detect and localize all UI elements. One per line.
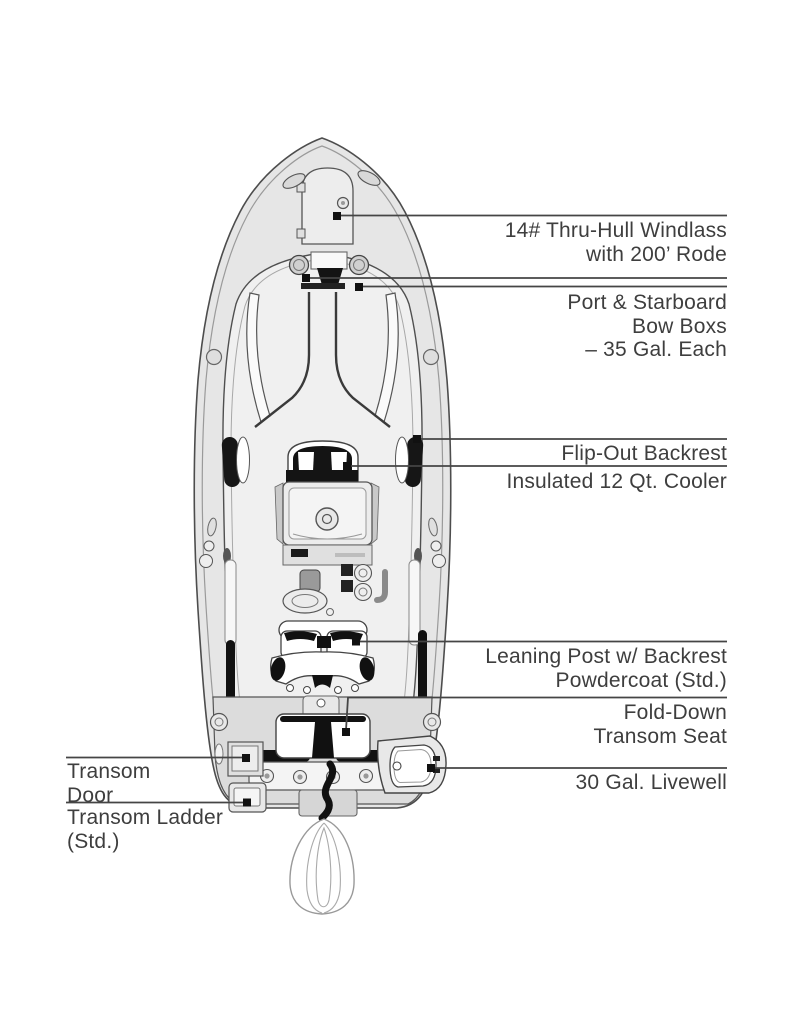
callout-line: Powdercoat (Std.) [555,668,727,692]
callout-leaning-post: Leaning Post w/ Backrest Powdercoat (Std… [485,645,727,692]
leader-marker [342,728,350,736]
callout-cooler: Insulated 12 Qt. Cooler [506,470,727,494]
cooler-seat [286,440,359,482]
anchor-locker [296,167,354,245]
leader-marker [427,764,435,772]
callout-flip-out-backrest: Flip-Out Backrest [561,442,727,466]
callout-line: Leaning Post w/ Backrest [485,645,727,668]
transom-door [227,741,264,777]
leader-marker [333,212,341,220]
transom-ladder [228,782,267,813]
hull-fender [214,743,224,765]
callout-line: Insulated 12 Qt. Cooler [506,470,727,493]
steering-wheel [315,507,339,531]
callout-line: Fold-Down [623,701,727,724]
console-aft-items [282,563,388,616]
rigging-hose [318,760,336,822]
callout-livewell: 30 Gal. Livewell [576,771,727,795]
callout-line: Transom Ladder [67,806,224,829]
bow-hatch-pull [288,254,370,276]
leaning-post [270,620,375,694]
bow-filler-cushion [317,268,343,285]
deck-fitting [422,712,442,732]
callout-line: 30 Gal. Livewell [575,771,727,794]
callout-line: – 35 Gal. Each [585,338,727,361]
callout-windlass: 14# Thru-Hull Windlass with 200’ Rode [505,219,727,266]
callout-line: Port & Starboard [567,291,727,314]
bow-step-trim [301,283,345,289]
side-lockers [224,559,427,705]
callout-line: Transom Seat [593,724,727,748]
deck-fitting [422,348,440,366]
leader-marker [352,637,360,646]
center-console [274,481,380,566]
callout-line: Bow Boxs [632,314,727,338]
callout-line: with 200’ Rode [586,242,727,266]
callout-transom-door: Transom Door [67,760,150,807]
bow-walkway [310,251,348,270]
motor-cowl [289,818,355,915]
leader-markers [242,212,435,807]
locker-hinge [296,228,306,239]
callout-transom-ladder: Transom Ladder (Std.) [67,806,223,853]
callout-line: Flip-Out Backrest [561,442,727,465]
deck-fitting [209,712,229,732]
rod-holder-pad [226,640,235,702]
leader-marker [355,283,363,291]
deck-fitting [205,348,223,366]
outboard-motor [289,760,358,915]
callout-transom-seat: Fold-Down Transom Seat [593,701,727,748]
flip-out-backrest-pads [221,436,424,487]
bow-vents [282,170,381,189]
leader-marker [243,798,251,807]
callout-bow-boxes: Port & Starboard Bow Boxs – 35 Gal. Each [567,291,727,362]
gunwale-fittings [199,517,446,568]
callout-line: Door [67,783,114,807]
leader-marker [413,435,421,443]
livewell [376,735,447,794]
bow-boxes [246,292,399,428]
leader-marker [302,274,310,282]
callout-line: 14# Thru-Hull Windlass [504,219,727,242]
callout-line: Transom [67,760,151,783]
leader-marker [242,754,250,762]
callout-line: (Std.) [67,829,120,853]
leader-lines [66,214,727,804]
leader-transom-seat [345,696,727,731]
leader-marker [343,462,351,470]
rod-holder-pad [418,630,427,705]
